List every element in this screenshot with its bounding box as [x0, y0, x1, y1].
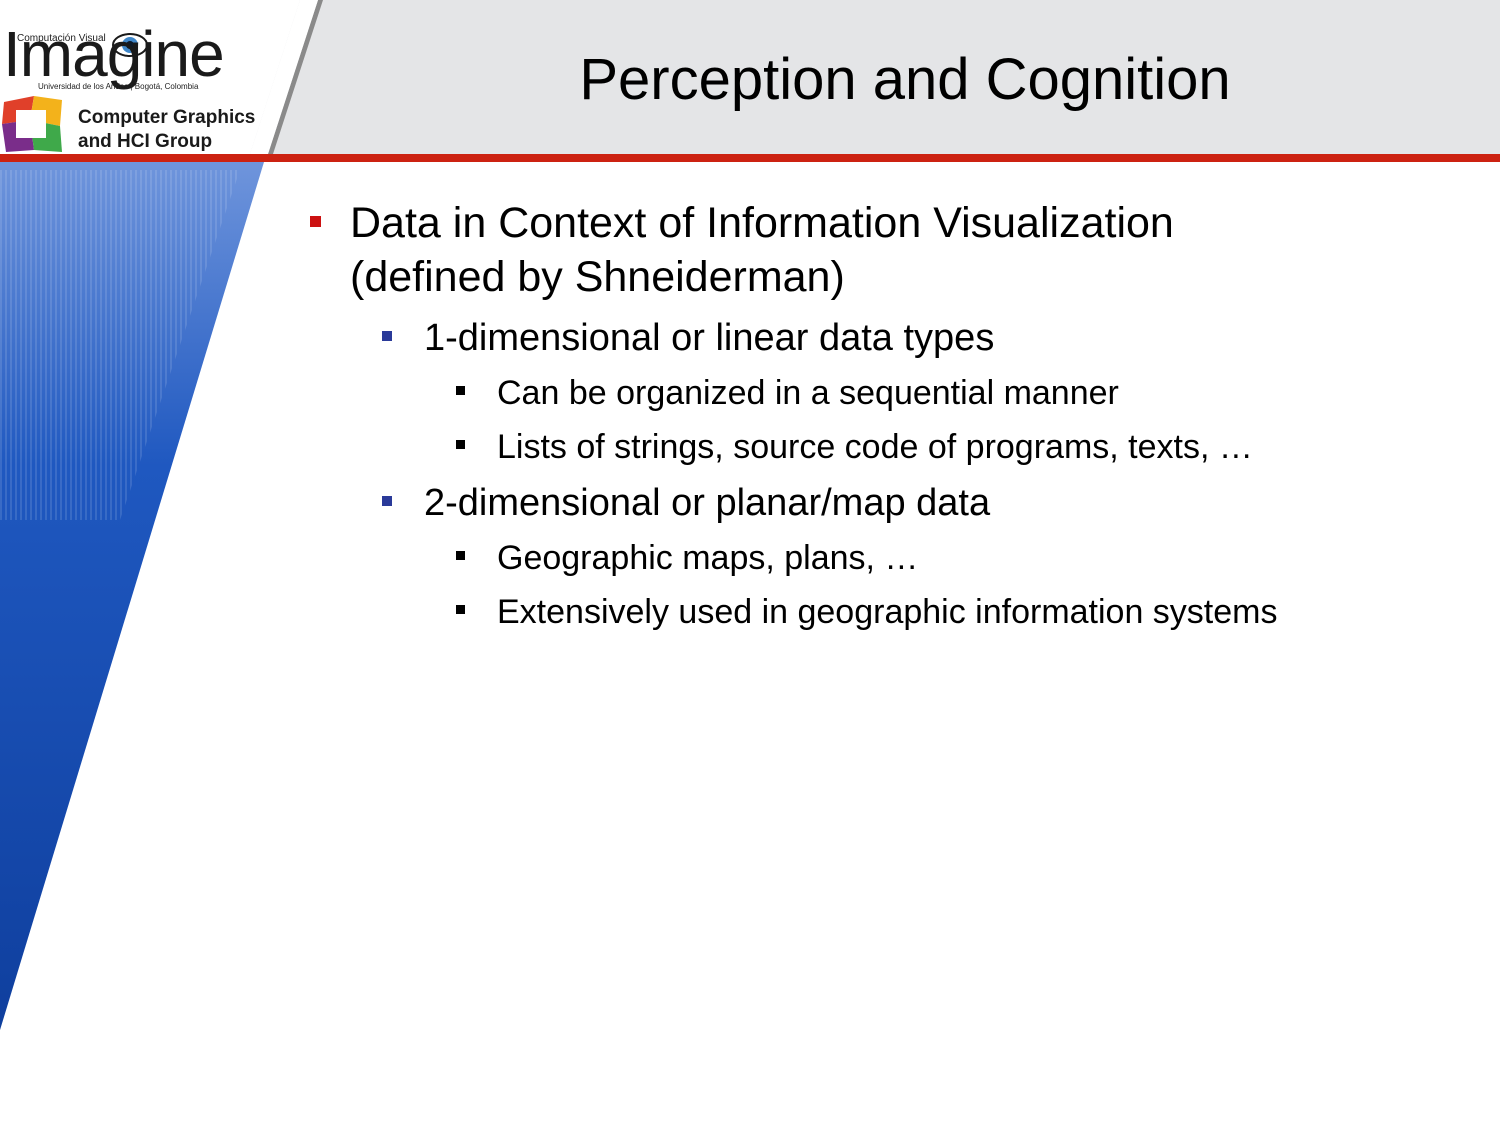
list-item-level2: 1-dimensional or linear data types	[300, 314, 1450, 362]
list-item-text: Lists of strings, source code of program…	[497, 428, 1253, 466]
list-item-level2: 2-dimensional or planar/map data	[300, 479, 1450, 527]
blue-swoosh-decoration	[0, 0, 323, 1030]
list-item-text-line2: (defined by Shneiderman)	[350, 253, 845, 301]
logo-group-line2: and HCI Group	[78, 131, 213, 152]
black-square-bullet-icon	[456, 440, 465, 449]
list-item-text: 1-dimensional or linear data types	[424, 317, 995, 359]
bullet-list: Data in Context of Information Visualiza…	[300, 196, 1450, 634]
list-item-text-line1: Data in Context of Information Visualiza…	[350, 199, 1174, 247]
list-item-level3: Lists of strings, source code of program…	[300, 425, 1450, 469]
logo-bottom-text: Universidad de los Andes | Bogotá, Colom…	[38, 82, 199, 91]
logo-group-name: Computer Graphics and HCI Group	[78, 106, 255, 154]
list-item-level3: Can be organized in a sequential manner	[300, 371, 1450, 415]
list-item-text: 2-dimensional or planar/map data	[424, 482, 991, 524]
black-square-bullet-icon	[456, 605, 465, 614]
blue-square-bullet-icon	[382, 496, 392, 506]
black-square-bullet-icon	[456, 551, 465, 560]
logo-wordmark: Imagine	[3, 18, 225, 90]
list-item-level1: Data in Context of Information Visualiza…	[300, 196, 1450, 304]
list-item-text: Geographic maps, plans, …	[497, 539, 919, 577]
logo-group-line1: Computer Graphics	[78, 107, 256, 128]
blue-square-bullet-icon	[382, 331, 392, 341]
list-item-level3: Extensively used in geographic informati…	[300, 590, 1450, 634]
black-square-bullet-icon	[456, 386, 465, 395]
logo-top-text: Computación Visual	[17, 33, 106, 44]
list-item-text: Extensively used in geographic informati…	[497, 593, 1278, 631]
list-item-level3: Geographic maps, plans, …	[300, 536, 1450, 580]
header-accent-line	[0, 154, 1500, 162]
list-item-text: Can be organized in a sequential manner	[497, 374, 1119, 412]
red-square-bullet-icon	[310, 216, 321, 227]
slide-title: Perception and Cognition	[579, 47, 1231, 112]
colored-square-logo-icon	[2, 96, 62, 152]
eye-icon	[112, 33, 148, 57]
